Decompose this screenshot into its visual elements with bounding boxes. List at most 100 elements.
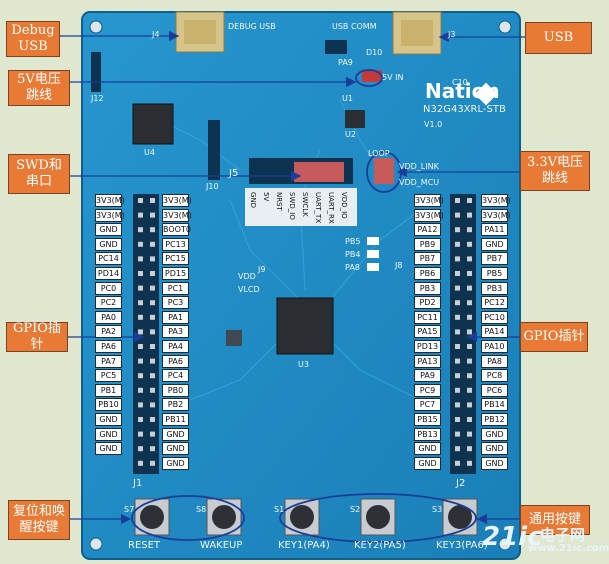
header-pin xyxy=(138,344,143,349)
pin-label: PA3 xyxy=(162,325,189,339)
callout-reset-wakeup: 复位和唤 醒按键 xyxy=(8,500,70,540)
header-pin xyxy=(150,285,155,291)
button-ref: S7 xyxy=(124,505,135,514)
debug-mcu-chip xyxy=(132,103,174,145)
j9-silk: J9 xyxy=(258,265,266,274)
j2-silk: J2 xyxy=(456,478,466,489)
header-pin xyxy=(455,431,460,437)
pin-label: 3V3(M) xyxy=(162,194,192,207)
header-pin xyxy=(455,344,460,349)
pin-label: PB0 xyxy=(162,383,189,397)
pin-label: PC4 xyxy=(162,369,189,383)
push-button-key2-pa5[interactable] xyxy=(360,498,396,536)
pin-label: PB12 xyxy=(481,413,508,426)
push-button-key3-pa6[interactable] xyxy=(442,498,478,536)
pin-label: 3V3(M) xyxy=(414,208,444,222)
j1-silk: J1 xyxy=(133,478,143,489)
pin-label: PD14 xyxy=(95,267,122,280)
header-pin xyxy=(467,300,472,306)
pin-label: PA6 xyxy=(95,340,122,353)
pin-label: PB7 xyxy=(414,252,441,266)
pin-label: PC8 xyxy=(481,369,508,383)
pb4-silk: PB4 xyxy=(345,250,361,259)
v5in-silk: 5V IN xyxy=(382,73,404,82)
header-pin xyxy=(455,358,460,364)
header-pin xyxy=(455,446,460,452)
swd-pin-label: NRST xyxy=(275,192,283,211)
header-pin xyxy=(455,314,460,320)
pin-label: PB5 xyxy=(481,267,508,280)
j10-silk: J10 xyxy=(206,182,219,191)
u4-silk: U4 xyxy=(144,148,155,157)
button-label: RESET xyxy=(128,540,161,551)
header-pin xyxy=(138,431,143,437)
pin-label: PA14 xyxy=(481,325,508,339)
swd-pin-label: UART_TX xyxy=(314,192,322,224)
button-ref: S2 xyxy=(350,505,361,514)
header-pin xyxy=(467,241,472,247)
pin-label: PA6 xyxy=(162,354,189,368)
swd-pin-label: 5V xyxy=(262,192,270,202)
header-pin xyxy=(138,358,143,364)
header-pin xyxy=(150,227,155,233)
highlight-ellipses xyxy=(131,69,477,543)
pin-label: PD13 xyxy=(414,340,441,353)
pin-label: PC2 xyxy=(95,296,122,310)
header-pin xyxy=(138,417,143,422)
pin-label: GND xyxy=(162,442,189,456)
pin-label: PB10 xyxy=(95,398,122,412)
watermark-brand: 21ic xyxy=(482,522,543,552)
callout-gpio-left: GPIO插针 xyxy=(6,321,68,352)
header-pin xyxy=(467,271,472,276)
header-pin xyxy=(138,402,143,408)
header-pin xyxy=(138,446,143,452)
pin-label: PC1 xyxy=(162,281,189,295)
usb-connector-comm xyxy=(392,11,442,55)
callout-usb: USB xyxy=(525,22,592,54)
pin-label: PA10 xyxy=(481,340,508,353)
header-pin xyxy=(467,329,472,335)
header-pin xyxy=(138,387,143,393)
pin-label: GND xyxy=(95,427,122,441)
header-pin xyxy=(467,358,472,364)
j12-silk: J12 xyxy=(91,94,104,103)
button-ref: S8 xyxy=(196,505,207,514)
header-pin xyxy=(455,271,460,276)
pin-label: GND xyxy=(162,427,189,441)
watermark-cn: 电子网 xyxy=(540,526,586,544)
push-buttons xyxy=(134,498,478,536)
swd-pin-label: SWD_IO xyxy=(288,192,296,220)
button-ref: S1 xyxy=(274,505,285,514)
pin-label: PC11 xyxy=(414,310,441,324)
usb-connector-debug xyxy=(175,11,225,53)
pin-label: PB6 xyxy=(414,267,441,280)
callout-user-keys: 通用按键 xyxy=(520,505,590,535)
header-pin xyxy=(150,402,155,408)
pin-label: PB7 xyxy=(481,252,508,266)
pin-label: PB3 xyxy=(414,281,441,295)
header-pin xyxy=(150,460,155,466)
pin-label: GND xyxy=(95,442,122,456)
u1-silk: U1 xyxy=(342,94,353,103)
j2-pin-header xyxy=(450,194,476,474)
header-pin xyxy=(150,212,155,218)
header-pin xyxy=(138,329,143,335)
header-pin xyxy=(150,198,155,203)
u3-silk: U3 xyxy=(298,360,309,369)
header-pin xyxy=(138,227,143,233)
pin-label: PC12 xyxy=(481,296,508,310)
j12-header xyxy=(91,52,101,92)
pin-label: PB3 xyxy=(481,281,508,295)
pa0-jumper xyxy=(325,40,347,54)
pin-label: PC13 xyxy=(162,237,189,251)
leds xyxy=(367,237,379,271)
mount-hole xyxy=(89,537,103,551)
pin-label: GND xyxy=(414,442,441,456)
pin-label: PA13 xyxy=(414,354,441,368)
header-pin xyxy=(138,198,143,203)
pin-label: PB15 xyxy=(414,413,441,426)
pb5-silk: PB5 xyxy=(345,237,361,246)
button-ref: S3 xyxy=(432,505,443,514)
vlcd-led-silk: VLCD xyxy=(238,285,260,294)
